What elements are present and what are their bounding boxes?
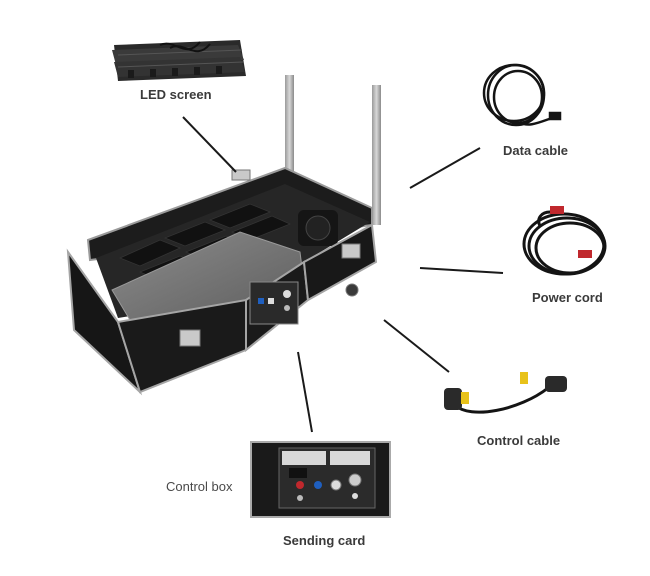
lift-poles [285,75,381,225]
control-box-label: Control box [166,479,233,494]
led-screen-label: LED screen [140,87,212,102]
leader-data-cable [409,147,481,189]
leader-lines [182,116,504,433]
data-cable-image [482,63,562,127]
control-cable-label: Control cable [477,433,561,448]
led-screen-image [112,40,246,81]
leader-led-screen [182,116,237,173]
control-box-image [250,441,391,518]
leader-control-cable [383,319,450,373]
control-cable-image [444,372,567,414]
flight-case-image [66,166,378,396]
leader-control-box [297,351,313,433]
leader-power-cord [419,267,504,274]
power-cord-label: Power cord [532,290,603,305]
sending-card-label: Sending card [283,533,366,548]
power-cord-image [522,206,607,276]
data-cable-label: Data cable [503,143,569,158]
